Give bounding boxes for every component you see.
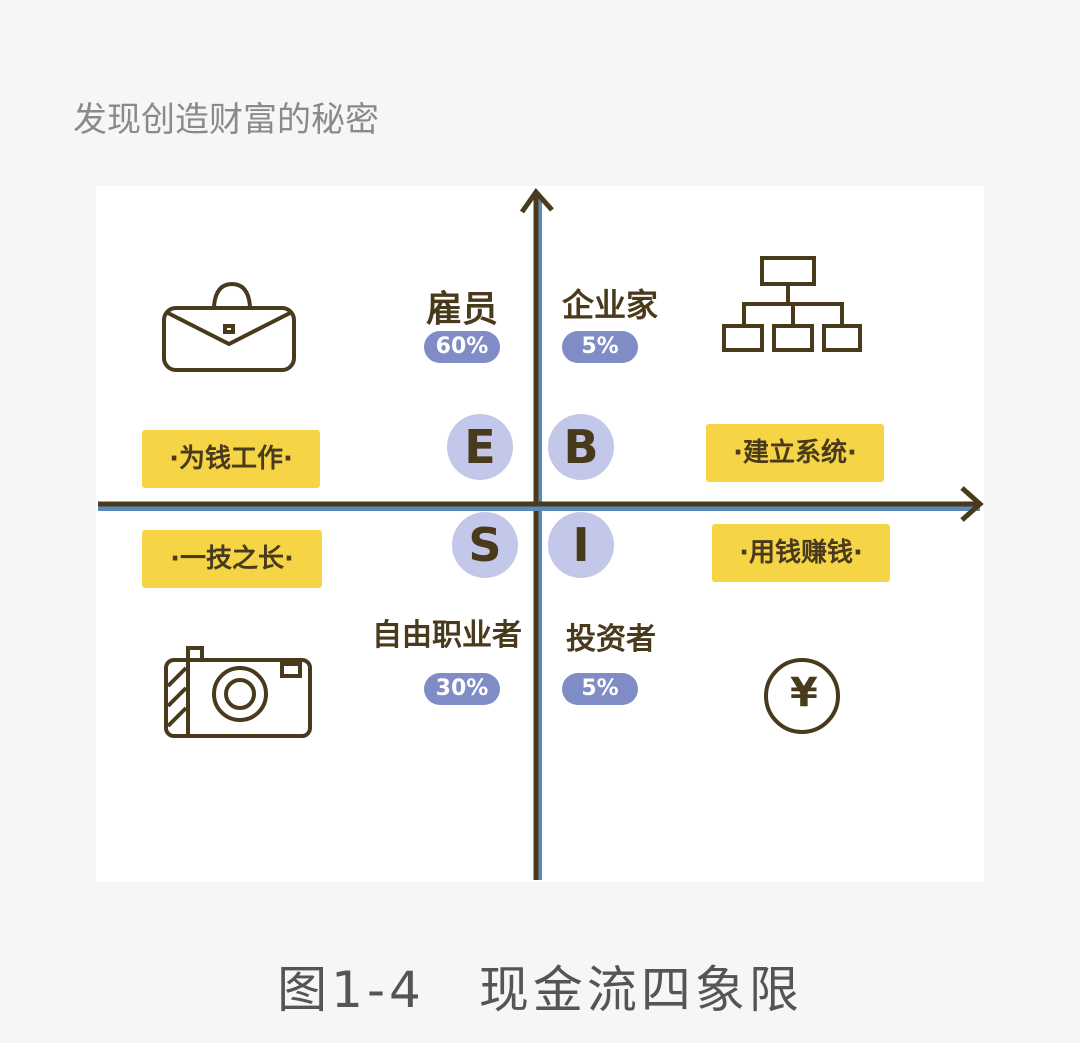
role-label-investor: 投资者 <box>566 622 656 657</box>
page-subtitle: 发现创造财富的秘密 <box>73 100 379 140</box>
tag-money-makes-money: ·用钱赚钱· <box>712 524 890 582</box>
percent-badge-employee: 60% <box>424 331 500 363</box>
role-label-business-owner: 企业家 <box>562 286 659 324</box>
yuan-coin-icon <box>764 658 840 734</box>
yuan-symbol: ¥ <box>790 670 818 716</box>
cashflow-quadrant-diagram: ¥ 雇员 60% 企业家 5% 自由职业者 30% 投资者 5% E B S I… <box>96 186 984 882</box>
percent-badge-business-owner: 5% <box>562 331 638 363</box>
tag-work-for-money: ·为钱工作· <box>142 430 320 488</box>
percent-badge-investor: 5% <box>562 673 638 705</box>
tag-build-systems: ·建立系统· <box>706 424 884 482</box>
quadrant-letter-b: B <box>548 414 614 480</box>
quadrant-letter-i: I <box>548 512 614 578</box>
camera-icon <box>164 646 312 738</box>
figure-caption: 图1-4 现金流四象限 <box>277 961 803 1019</box>
tag-one-skill: ·一技之长· <box>142 530 322 588</box>
role-label-self-employed: 自由职业者 <box>372 618 522 653</box>
role-label-employee: 雇员 <box>426 289 499 330</box>
quadrant-letter-s: S <box>452 512 518 578</box>
org-chart-icon <box>722 256 862 352</box>
axes <box>98 187 984 880</box>
percent-badge-self-employed: 30% <box>424 673 500 705</box>
quadrant-letter-e: E <box>447 414 513 480</box>
briefcase-icon <box>162 281 296 372</box>
